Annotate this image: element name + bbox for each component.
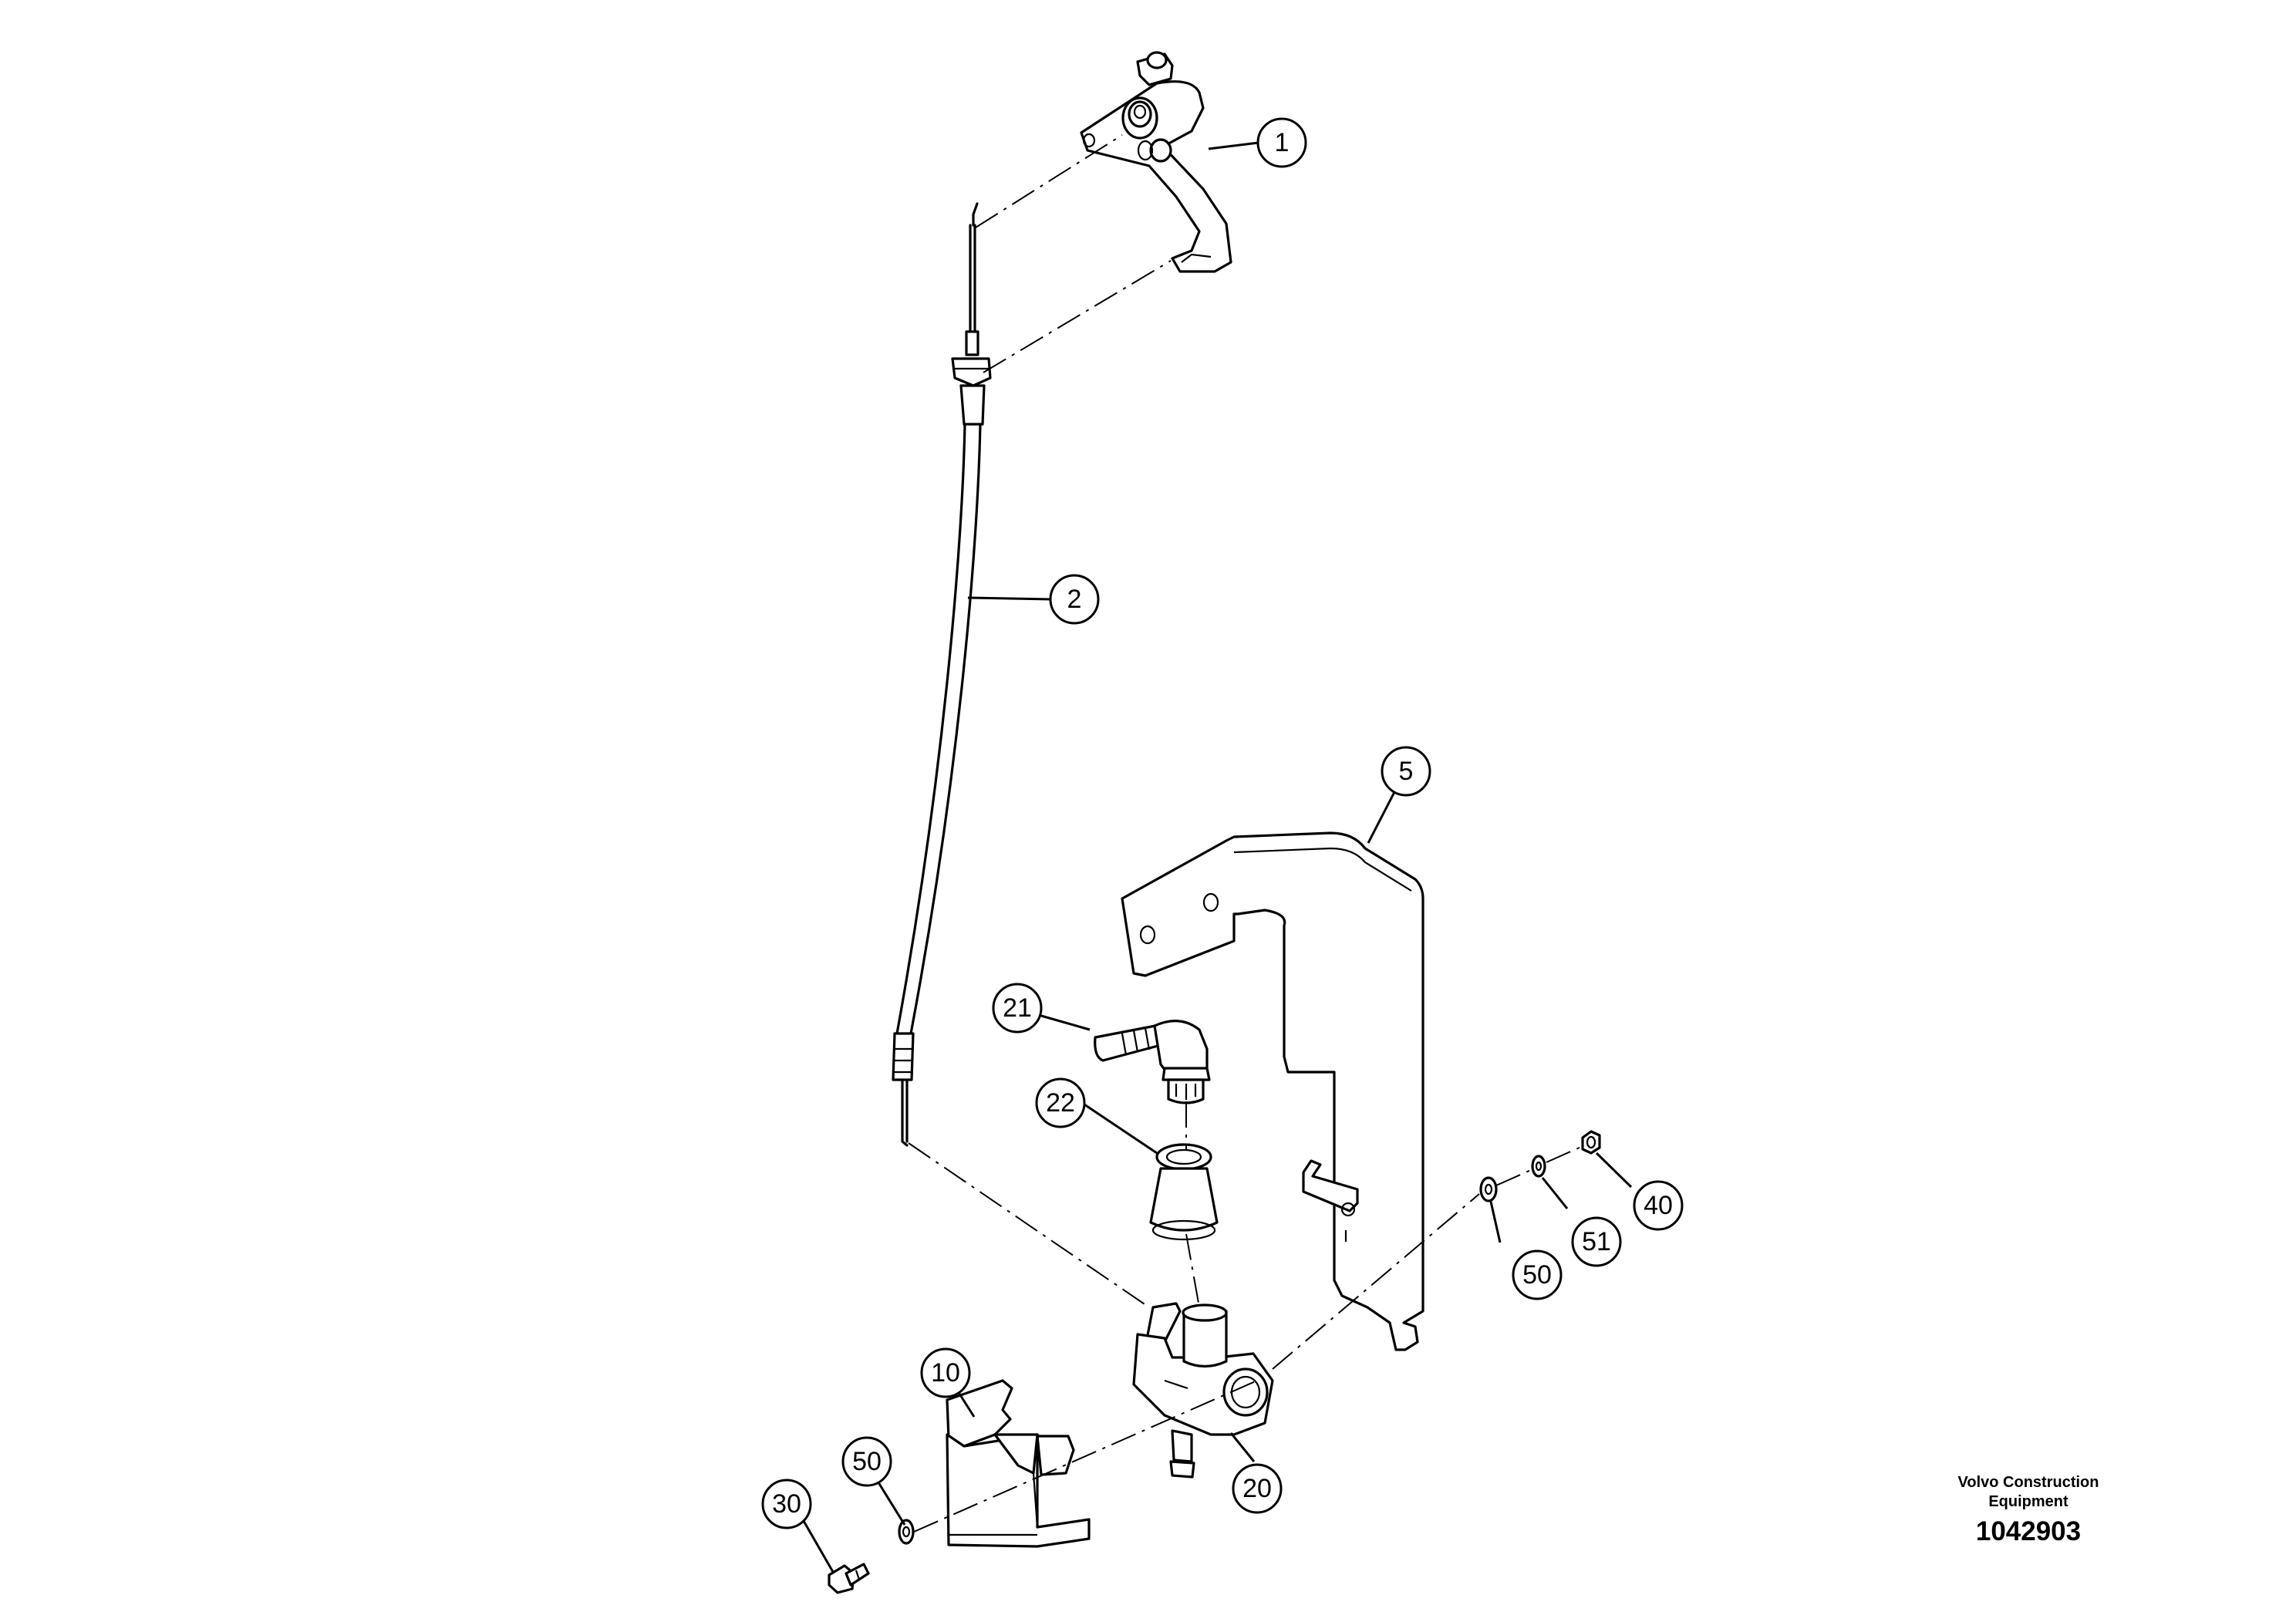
assembly-lines (908, 134, 1582, 1533)
callout-50-lower: 50 (841, 1436, 892, 1487)
mounting-bracket (1121, 831, 1424, 1351)
svg-text:2: 2 (1067, 585, 1082, 614)
svg-text:20: 20 (1242, 1474, 1272, 1503)
svg-text:22: 22 (1046, 1088, 1075, 1118)
svg-text:50: 50 (1522, 1260, 1552, 1290)
callout-10: 10 (920, 1347, 971, 1398)
svg-text:50: 50 (852, 1447, 882, 1476)
cap (1149, 1143, 1219, 1241)
drawing-number: 1042903 (1975, 1516, 2082, 1546)
callout-50-right: 50 (1512, 1249, 1563, 1300)
svg-text:10: 10 (931, 1358, 960, 1388)
brand-line-1: Volvo Construction (1957, 1474, 2099, 1491)
elbow-fitting (1094, 1019, 1211, 1104)
svg-text:21: 21 (1003, 993, 1032, 1023)
callout-5: 5 (1381, 746, 1431, 797)
valve (1132, 1302, 1274, 1479)
washer-lower (898, 1519, 915, 1545)
brand-label: Volvo Construction Equipment (1913, 1473, 2144, 1512)
nut (1581, 1130, 1601, 1155)
callout-30: 30 (761, 1479, 812, 1529)
lock-washer (1531, 1155, 1546, 1178)
control-cable (892, 202, 992, 1147)
callout-22: 22 (1035, 1077, 1086, 1128)
callout-21: 21 (992, 983, 1043, 1034)
lever-bracket (1080, 51, 1232, 273)
svg-text:30: 30 (772, 1489, 801, 1519)
svg-text:5: 5 (1399, 757, 1414, 786)
callout-40: 40 (1633, 1180, 1684, 1231)
bolt (828, 1563, 870, 1594)
callout-51: 51 (1571, 1216, 1622, 1267)
washer-right (1479, 1176, 1498, 1202)
callout-2: 2 (1049, 574, 1100, 625)
callout-1: 1 (1256, 117, 1307, 168)
callout-20: 20 (1232, 1463, 1283, 1514)
brand-line-2: Equipment (1988, 1493, 2068, 1510)
svg-text:40: 40 (1644, 1191, 1673, 1220)
svg-text:51: 51 (1582, 1227, 1611, 1256)
svg-text:1: 1 (1275, 128, 1290, 157)
clamp (946, 1379, 1091, 1548)
